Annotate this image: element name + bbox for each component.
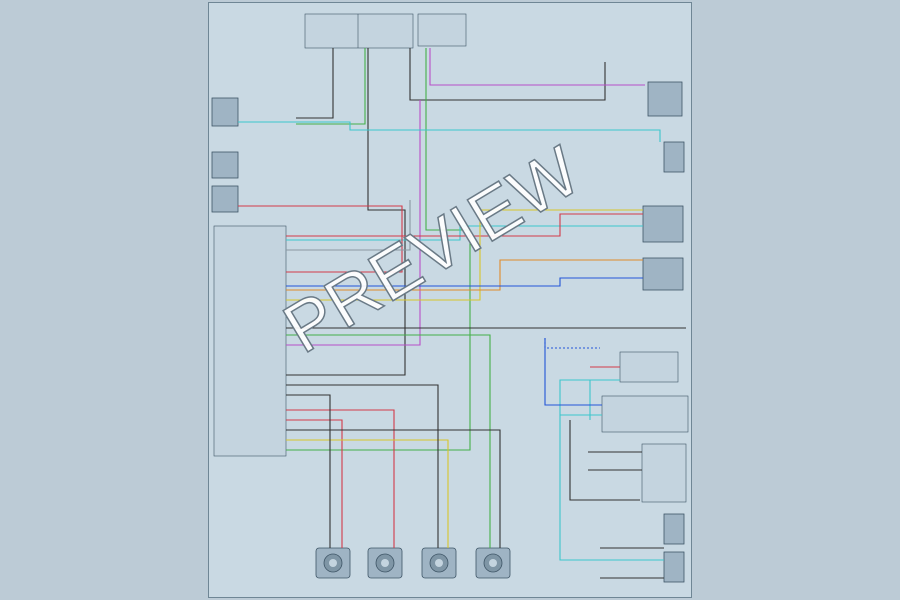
fuse-block-right [417,13,467,47]
brake-fluid-level-switch [663,551,685,583]
wheel-speed-sensor-icon [421,547,457,579]
fuse-block-left [304,13,414,49]
yaw-rate-sensor [642,205,684,243]
control-module [213,225,287,457]
stop-lamp-switch [211,185,239,213]
wheel-speed-sensor-icon [315,547,351,579]
instrument-cluster [619,351,679,383]
hydraulic-switch [663,141,685,173]
engine-control-module [641,443,687,503]
ambient-switch [663,513,685,545]
pressure-sensor [642,257,684,291]
ignition-switch [211,151,239,179]
steering-angle-sensor [647,81,683,117]
wheel-speed-sensor-icon [475,547,511,579]
wire-harness [238,48,686,579]
brake-switch [211,97,239,127]
wheel-speed-sensor-icon [367,547,403,579]
body-control-module [601,395,689,433]
